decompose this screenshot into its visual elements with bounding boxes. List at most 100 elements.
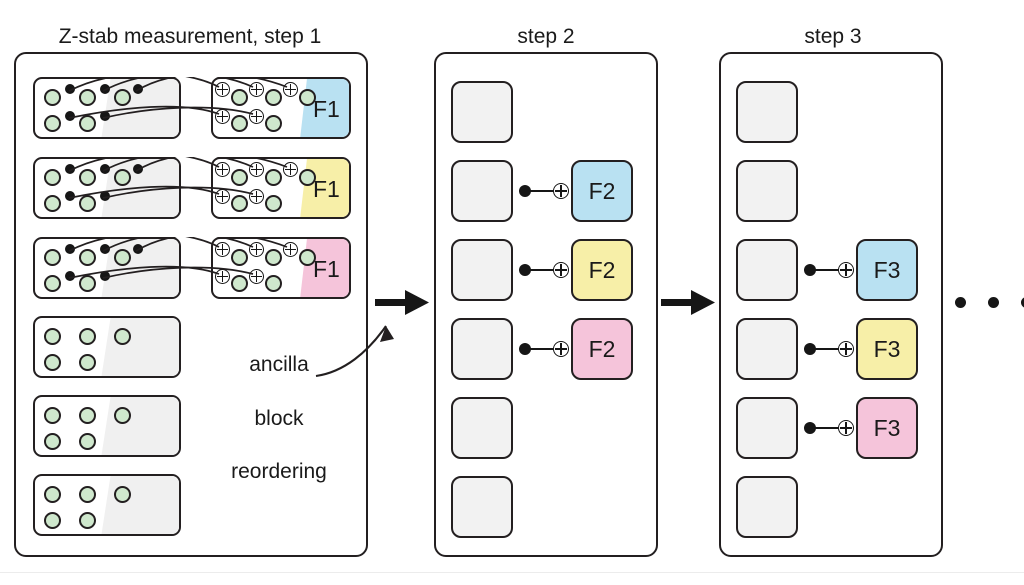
flag-block-2[interactable]: F1 [211, 157, 351, 219]
control-dot [133, 164, 143, 174]
block-square[interactable] [736, 318, 798, 380]
block-square[interactable] [736, 160, 798, 222]
flag-block-3[interactable]: F1 [211, 237, 351, 299]
block-square[interactable] [451, 318, 513, 380]
flag-box[interactable]: F2 [571, 160, 633, 222]
data-block-5[interactable] [33, 395, 181, 457]
cnot-gate [519, 179, 571, 203]
qubit-dot [44, 328, 61, 345]
qubit-dot [265, 275, 282, 292]
qubit-dot [231, 169, 248, 186]
block-square[interactable] [451, 476, 513, 538]
qubit-dot [114, 407, 131, 424]
target-icon [215, 162, 230, 177]
cnot-wire [810, 427, 840, 429]
qubit-dot [265, 89, 282, 106]
qubit-dot [231, 115, 248, 132]
flag-block-1[interactable]: F1 [211, 77, 351, 139]
flag-box[interactable]: F3 [856, 239, 918, 301]
block-square[interactable] [736, 397, 798, 459]
annotation-line-2: block [254, 406, 304, 430]
qubit-dot [299, 249, 316, 266]
ellipsis-dot [988, 297, 999, 308]
qubit-dot [299, 169, 316, 186]
qubit-dot [231, 275, 248, 292]
qubit-dot [299, 89, 316, 106]
qubit-dot [79, 115, 96, 132]
cnot-wire [810, 348, 840, 350]
block-square[interactable] [736, 476, 798, 538]
qubit-dot [79, 169, 96, 186]
qubit-dot [79, 195, 96, 212]
qubit-dot [44, 354, 61, 371]
flag-label: F3 [873, 256, 901, 283]
flag-box[interactable]: F2 [571, 239, 633, 301]
control-dot [65, 244, 75, 254]
flag-label: F2 [588, 335, 616, 362]
flag-label: F3 [873, 335, 901, 362]
target-icon [283, 82, 298, 97]
target-icon [249, 242, 264, 257]
flag-label: F1 [313, 256, 340, 282]
block-square[interactable] [451, 81, 513, 143]
qubit-dot [44, 407, 61, 424]
qubit-dot [44, 275, 61, 292]
data-block-4[interactable] [33, 316, 181, 378]
ellipsis-dot [1021, 297, 1024, 308]
target-icon [215, 109, 230, 124]
target-icon [215, 82, 230, 97]
flag-label: F2 [588, 177, 616, 204]
bottom-divider [0, 572, 1024, 573]
target-icon [249, 269, 264, 284]
continuation-ellipsis [955, 297, 1024, 308]
qubit-dot [265, 115, 282, 132]
target-icon [838, 341, 854, 357]
target-icon [215, 242, 230, 257]
qubit-dot [231, 195, 248, 212]
control-dot [133, 84, 143, 94]
control-dot [100, 271, 110, 281]
target-icon [249, 189, 264, 204]
target-icon [553, 341, 569, 357]
flag-box[interactable]: F3 [856, 318, 918, 380]
target-icon [838, 262, 854, 278]
qubit-dot [79, 407, 96, 424]
cnot-wire [525, 348, 555, 350]
qubit-dot [79, 249, 96, 266]
target-icon [838, 420, 854, 436]
control-dot [100, 191, 110, 201]
qubit-dot [79, 275, 96, 292]
target-icon [215, 189, 230, 204]
target-icon [283, 242, 298, 257]
control-dot [65, 164, 75, 174]
block-shade [101, 476, 179, 534]
qubit-dot [231, 249, 248, 266]
block-square[interactable] [736, 239, 798, 301]
block-square[interactable] [451, 397, 513, 459]
qubit-dot [114, 89, 131, 106]
data-block-2[interactable] [33, 157, 181, 219]
flag-box[interactable]: F3 [856, 397, 918, 459]
control-dot [133, 244, 143, 254]
qubit-dot [79, 354, 96, 371]
data-block-1[interactable] [33, 77, 181, 139]
qubit-dot [79, 486, 96, 503]
qubit-dot [114, 328, 131, 345]
panel-title-step2: step 2 [517, 25, 575, 48]
qubit-dot [114, 486, 131, 503]
data-block-6[interactable] [33, 474, 181, 536]
flag-label: F2 [588, 256, 616, 283]
qubit-dot [44, 512, 61, 529]
flag-shade [300, 239, 349, 297]
ellipsis-dot [955, 297, 966, 308]
block-square[interactable] [451, 239, 513, 301]
cnot-wire [525, 269, 555, 271]
target-icon [249, 162, 264, 177]
data-block-3[interactable] [33, 237, 181, 299]
transition-arrow-1-2 [375, 290, 429, 315]
qubit-dot [114, 249, 131, 266]
block-square[interactable] [736, 81, 798, 143]
flag-box[interactable]: F2 [571, 318, 633, 380]
cnot-gate [519, 337, 571, 361]
block-square[interactable] [451, 160, 513, 222]
